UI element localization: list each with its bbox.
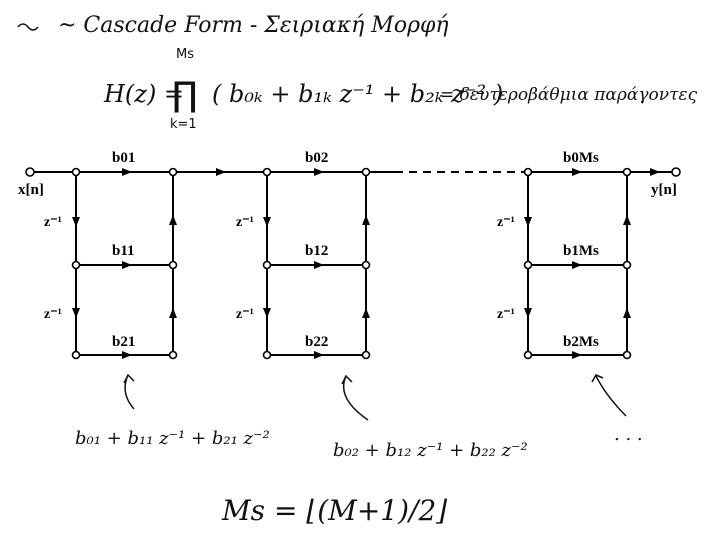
delay-label-2-section-1: z⁻¹ <box>44 307 62 322</box>
node <box>71 260 81 270</box>
annotation-arrow-section-2 <box>342 375 369 421</box>
formula-note: = δευτεροβάθμια παράγοντες <box>440 85 698 105</box>
output-label: y[n] <box>651 182 677 198</box>
arrow-b0-section-1 <box>122 168 132 176</box>
coef-b1-section-2: b12 <box>305 243 328 259</box>
product-upper-limit: Ms <box>176 47 194 62</box>
node <box>71 350 81 360</box>
input-label: x[n] <box>18 182 44 198</box>
arrow-link-1-2 <box>216 168 226 176</box>
coef-b0-section-ms: b0Ms <box>563 150 599 166</box>
node <box>262 350 272 360</box>
delay-label-2-section-2: z⁻¹ <box>236 307 254 322</box>
section-annotations: b₀₁ + b₁₁ z⁻¹ + b₂₁ z⁻² b₀₂ + b₁₂ z⁻¹ + … <box>75 373 643 461</box>
annotation-arrowhead-section-ms <box>591 374 604 383</box>
node <box>262 260 272 270</box>
delay-label-1-section-1: z⁻¹ <box>44 215 62 230</box>
arrow-b0-section-2 <box>314 168 324 176</box>
section-ms: b0Ms b1Ms b2Ms z⁻¹ z⁻¹ <box>497 150 660 360</box>
ms-formula: Ms = ⌊(M+1)/2⌋ <box>221 494 447 527</box>
arrow-up2-section-ms <box>623 308 631 318</box>
arrow-b1-section-2 <box>314 261 324 269</box>
title-line: ~ Cascade Form - Σειριακή Μορφή <box>17 13 449 38</box>
arrow-up2-section-2 <box>362 308 370 318</box>
node <box>168 350 178 360</box>
node <box>168 260 178 270</box>
annotation-section-2: b₀₂ + b₁₂ z⁻¹ + b₂₂ z⁻² <box>333 440 528 461</box>
annotation-arrowhead-section-2 <box>341 374 353 385</box>
arrow-delay1-section-1 <box>72 217 80 227</box>
coef-b2-section-ms: b2Ms <box>563 334 599 350</box>
output-terminal <box>671 167 681 177</box>
signal-flow-diagram: b01 b11 b21 z⁻¹ z⁻¹ b02 <box>18 150 681 360</box>
formula-lhs: H(z) = <box>103 80 184 108</box>
arrow-up2-section-1 <box>169 308 177 318</box>
delay-label-2-section-ms: z⁻¹ <box>497 307 515 322</box>
node <box>361 260 371 270</box>
node <box>523 260 533 270</box>
coef-b0-section-1: b01 <box>112 150 135 166</box>
arrow-b2-section-ms <box>572 351 582 359</box>
node <box>523 167 533 177</box>
arrow-delay2-section-2 <box>263 308 271 318</box>
arrow-delay2-section-1 <box>72 308 80 318</box>
delay-label-1-section-ms: z⁻¹ <box>497 215 515 230</box>
arrow-output <box>650 168 660 176</box>
arrow-up1-section-ms <box>623 215 631 225</box>
coef-b2-section-2: b22 <box>305 334 328 350</box>
arrow-b1-section-1 <box>122 261 132 269</box>
input-terminal <box>25 167 35 177</box>
node <box>168 167 178 177</box>
coef-b1-section-ms: b1Ms <box>563 243 599 259</box>
product-symbol: ∏ <box>172 75 198 115</box>
arrow-delay1-section-2 <box>263 217 271 227</box>
tilde-mark <box>17 23 39 31</box>
node <box>361 167 371 177</box>
arrow-delay2-section-ms <box>524 308 532 318</box>
arrow-b1-section-ms <box>572 261 582 269</box>
arrow-delay1-section-ms <box>524 217 532 227</box>
node <box>622 350 632 360</box>
coef-b1-section-1: b11 <box>112 243 135 259</box>
coef-b2-section-1: b21 <box>112 334 135 350</box>
arrow-b2-section-2 <box>314 351 324 359</box>
node <box>262 167 272 177</box>
node <box>71 167 81 177</box>
coef-b0-section-2: b02 <box>305 150 328 166</box>
annotation-section-1: b₀₁ + b₁₁ z⁻¹ + b₂₁ z⁻² <box>75 428 270 449</box>
arrow-b2-section-1 <box>122 351 132 359</box>
arrow-up1-section-2 <box>362 215 370 225</box>
transfer-function: H(z) = Ms ∏ k=1 ( b₀ₖ + b₁ₖ z⁻¹ + b₂ₖ z⁻… <box>103 47 698 132</box>
delay-label-1-section-2: z⁻¹ <box>236 215 254 230</box>
node <box>523 350 533 360</box>
section-1: b01 b11 b21 z⁻¹ z⁻¹ <box>44 150 178 360</box>
page-title: ~ Cascade Form - Σειριακή Μορφή <box>58 13 449 38</box>
node <box>361 350 371 360</box>
annotation-arrowhead-section-1 <box>123 373 135 384</box>
annotation-section-ms: . . . <box>614 424 643 445</box>
node <box>622 260 632 270</box>
node <box>622 167 632 177</box>
arrow-b0-section-ms <box>572 168 582 176</box>
annotation-arrow-section-ms <box>595 375 627 417</box>
formula-body: ( b₀ₖ + b₁ₖ z⁻¹ + b₂ₖ z⁻² ) <box>212 80 503 108</box>
section-2: b02 b12 b22 z⁻¹ z⁻¹ <box>216 150 371 360</box>
product-lower-limit: k=1 <box>170 117 197 132</box>
arrow-up1-section-1 <box>169 215 177 225</box>
